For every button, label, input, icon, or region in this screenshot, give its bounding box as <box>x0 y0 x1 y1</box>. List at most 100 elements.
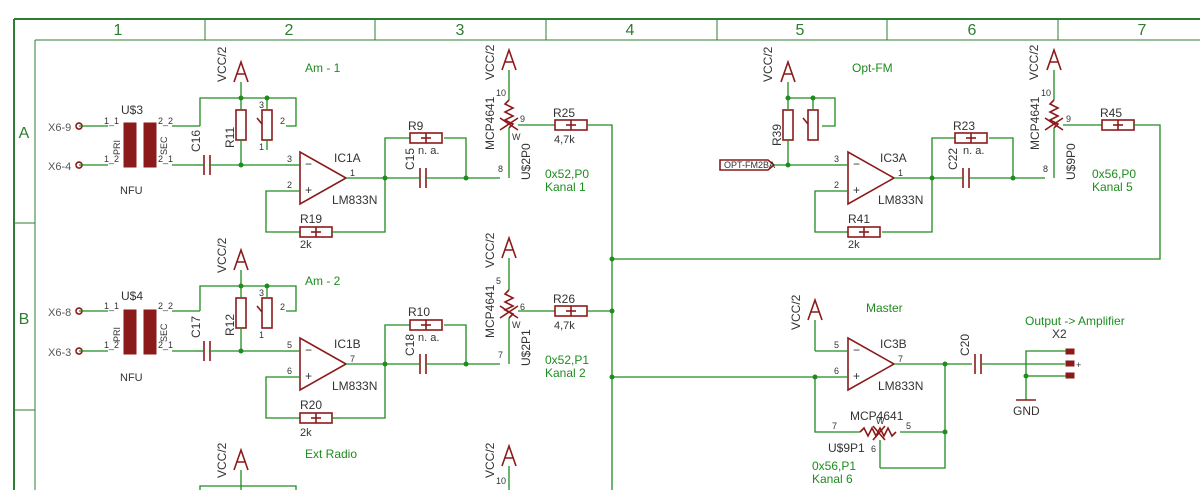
svg-text:IC3A: IC3A <box>880 151 907 165</box>
output-connector-x2: Output -> Amplifier X2 + <box>1023 314 1125 400</box>
svg-text:VCC/2: VCC/2 <box>215 237 229 273</box>
svg-text:W: W <box>876 416 885 426</box>
column-label-4: 4 <box>626 22 635 39</box>
resistor-r9: R9 n. a. <box>408 119 443 157</box>
svg-text:1: 1 <box>259 142 264 152</box>
svg-text:LM833N: LM833N <box>878 193 923 207</box>
svg-text:PRI: PRI <box>112 327 122 342</box>
svg-text:VCC/2: VCC/2 <box>215 442 229 478</box>
svg-text:3: 3 <box>259 100 264 110</box>
svg-text:+: + <box>853 183 860 197</box>
svg-text:1_2: 1_2 <box>104 154 119 164</box>
svg-text:MCP4641: MCP4641 <box>1028 96 1042 150</box>
connector-x6-8: X6-8 <box>48 307 71 319</box>
column-label-6: 6 <box>968 22 977 39</box>
label-am1: Am - 1 <box>305 61 341 75</box>
supply-vcc-3: VCC/2 <box>761 46 796 98</box>
resistor-r41: R41 2k <box>847 212 881 251</box>
svg-text:−: − <box>853 343 860 357</box>
label-ch1: Kanal 1 <box>545 180 586 194</box>
svg-text:−: − <box>305 157 312 171</box>
transformer-u4: U$4 1_1 1_2 2_2 2_1 PRI SEC NFU <box>104 289 173 384</box>
resistor-r10: R10 n. a. <box>408 305 443 344</box>
svg-text:n. a.: n. a. <box>418 332 439 344</box>
svg-text:IC1B: IC1B <box>334 337 361 351</box>
svg-text:3: 3 <box>259 288 264 298</box>
svg-text:−: − <box>305 343 312 357</box>
svg-text:n. a.: n. a. <box>963 145 984 157</box>
svg-text:MCP4641: MCP4641 <box>483 96 497 150</box>
svg-text:MCP4641: MCP4641 <box>850 409 904 423</box>
opamp-ic3b: − + IC3B LM833N 5 6 7 <box>834 336 923 393</box>
svg-text:VCC/2: VCC/2 <box>483 442 497 478</box>
svg-text:SEC: SEC <box>159 323 169 342</box>
svg-text:C18: C18 <box>403 334 417 356</box>
label-ch2: Kanal 2 <box>545 366 586 380</box>
supply-vcc-6: VCC/2 <box>483 232 517 268</box>
svg-text:1: 1 <box>350 168 355 178</box>
svg-text:VCC/2: VCC/2 <box>789 294 803 330</box>
potentiometer-r12: R12 3 2 1 <box>223 288 285 340</box>
svg-text:1_1: 1_1 <box>104 116 119 126</box>
resistor-r45: R45 <box>1100 106 1135 131</box>
svg-text:R39: R39 <box>770 124 784 146</box>
svg-text:R19: R19 <box>300 212 322 226</box>
resistor-r19: R19 2k <box>299 212 333 251</box>
svg-text:7: 7 <box>832 421 837 431</box>
svg-text:R10: R10 <box>408 305 430 319</box>
capacitor-c17: C17 <box>189 316 211 361</box>
label-ch5: Kanal 5 <box>1092 180 1133 194</box>
svg-text:2k: 2k <box>848 239 860 251</box>
supply-vcc-2: VCC/2 <box>483 44 517 80</box>
svg-text:R25: R25 <box>553 106 575 120</box>
svg-text:6: 6 <box>834 366 839 376</box>
svg-text:5: 5 <box>906 421 911 431</box>
svg-text:2: 2 <box>280 302 285 312</box>
svg-text:8: 8 <box>498 164 503 174</box>
svg-text:9: 9 <box>520 114 525 124</box>
svg-text:1_1: 1_1 <box>104 301 119 311</box>
svg-text:6: 6 <box>520 302 525 312</box>
supply-vcc-4: VCC/2 <box>1027 44 1062 80</box>
svg-text:NFU: NFU <box>120 185 143 197</box>
svg-text:OPT-FM2BA: OPT-FM2BA <box>724 160 775 170</box>
resistor-r20: R20 2k <box>299 398 333 439</box>
svg-text:VCC/2: VCC/2 <box>483 232 497 268</box>
sheet-frame: 1 2 3 4 5 6 7 A B <box>13 18 1200 490</box>
svg-text:VCC/2: VCC/2 <box>761 46 775 82</box>
svg-text:C20: C20 <box>958 334 972 356</box>
svg-text:VCC/2: VCC/2 <box>215 46 229 82</box>
supply-vcc-5: VCC/2 <box>215 237 249 286</box>
svg-text:U$4: U$4 <box>121 289 143 303</box>
svg-text:R11: R11 <box>223 127 237 148</box>
column-label-7: 7 <box>1138 22 1147 39</box>
potentiometer-r11: R11 3 2 1 <box>223 100 285 152</box>
digipot-u2p1: MCP4641 U$2P1 5 6 7 W <box>483 258 533 366</box>
svg-text:R12: R12 <box>223 314 237 336</box>
svg-text:2_2: 2_2 <box>158 301 173 311</box>
svg-text:LM833N: LM833N <box>878 379 923 393</box>
resistor-r23: R23 n. a. <box>953 119 988 157</box>
svg-text:1_2: 1_2 <box>104 340 119 350</box>
svg-text:3: 3 <box>834 154 839 164</box>
column-label-3: 3 <box>456 22 465 39</box>
supply-vcc-8: VCC/2 <box>215 442 249 478</box>
svg-text:LM833N: LM833N <box>332 379 377 393</box>
svg-text:2_2: 2_2 <box>158 116 173 126</box>
svg-text:VCC/2: VCC/2 <box>1027 44 1041 80</box>
svg-text:4,7k: 4,7k <box>554 134 575 146</box>
svg-text:+: + <box>1076 360 1081 370</box>
ground-symbol: GND <box>1013 399 1040 418</box>
label-master: Master <box>866 301 903 315</box>
svg-text:R20: R20 <box>300 398 322 412</box>
svg-text:2k: 2k <box>300 239 312 251</box>
connector-x6-9: X6-9 <box>48 122 71 134</box>
svg-text:3: 3 <box>287 154 292 164</box>
svg-text:−: − <box>853 157 860 171</box>
svg-text:10: 10 <box>1041 88 1051 98</box>
svg-text:7: 7 <box>498 350 503 360</box>
row-label-b: B <box>19 311 30 328</box>
svg-text:X2: X2 <box>1052 327 1067 341</box>
svg-text:10: 10 <box>496 88 506 98</box>
svg-text:2: 2 <box>287 180 292 190</box>
